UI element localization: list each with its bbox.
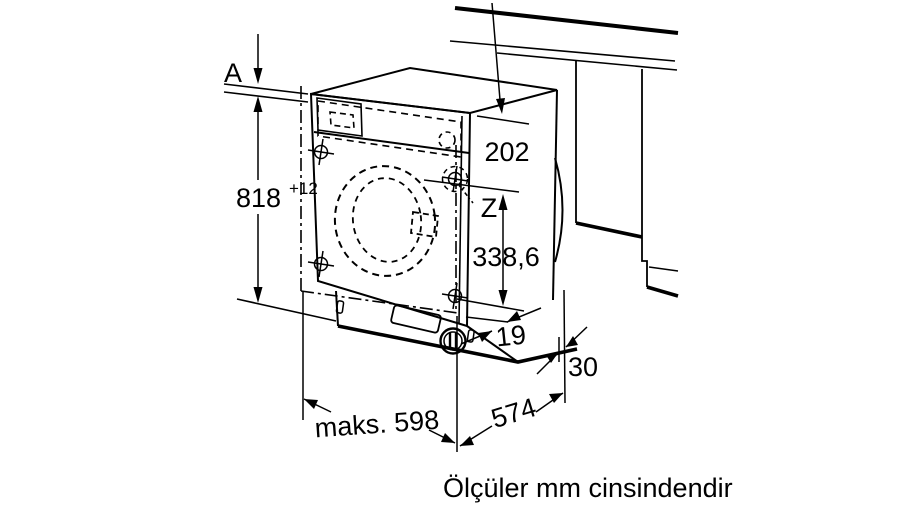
dimension-30 — [536, 289, 588, 404]
door-inner-circle — [351, 177, 423, 263]
door-outer-circle — [333, 165, 437, 277]
fixing-point-bottom-right — [441, 282, 469, 310]
program-knob-hidden — [438, 131, 456, 149]
dim-19-value: 19 — [494, 320, 527, 353]
door-handle — [410, 210, 439, 239]
door-outline-bottom — [300, 290, 459, 314]
side-panel-curve — [554, 157, 564, 263]
adjacent-cabinet — [575, 60, 679, 298]
control-panel-bottom-edge — [313, 131, 470, 154]
worktop-front-edge — [454, 6, 679, 35]
extension-line-top — [476, 115, 530, 125]
dimension-19 — [460, 307, 542, 345]
fixing-point-top-right-z — [441, 165, 474, 204]
washing-machine — [307, 66, 578, 364]
worktop-underside-line-1 — [449, 40, 676, 62]
cabinet-plinth-bottom — [646, 285, 679, 298]
machine-top-face — [310, 66, 558, 115]
dimension-574 — [459, 392, 564, 447]
worktop — [223, 6, 679, 103]
dimension-height — [253, 214, 263, 303]
service-flap — [390, 304, 442, 334]
dimension-598 — [302, 292, 458, 452]
dim-height-tolerance: +12 — [289, 179, 318, 198]
detergent-drawer — [316, 97, 363, 137]
fixing-point-top-left — [307, 138, 335, 166]
cabinet-plinth-step — [641, 237, 648, 287]
dimension-338 — [423, 179, 525, 312]
label-a: A — [224, 58, 242, 88]
cabinet-plinth-top — [648, 266, 679, 272]
dim-598-value: maks. 598 — [314, 405, 440, 444]
dimension-a — [253, 34, 263, 180]
dim-height-value: 818 — [236, 183, 281, 213]
display-window — [329, 111, 355, 129]
floor-line — [236, 298, 337, 322]
plinth-slot-left — [335, 300, 345, 314]
extension-line-hinge-bottom — [456, 298, 525, 312]
control-panel-hidden-outline — [317, 100, 462, 158]
dim-30-value: 30 — [568, 352, 598, 382]
machine-back-edge — [552, 89, 558, 301]
dimension-202 — [476, 2, 530, 125]
extension-line-z — [423, 179, 520, 193]
figure-caption: Ölçüler mm cinsindendir — [443, 473, 733, 503]
extension-line-30-right — [563, 289, 566, 404]
worktop-underside-left-1 — [223, 83, 309, 95]
furniture-door-outline — [300, 86, 459, 314]
plinth-slot-right — [466, 329, 475, 343]
plinth-right-edge — [466, 325, 519, 363]
dim-574-value: 574 — [488, 392, 540, 434]
dim-202-value: 202 — [484, 137, 529, 167]
fixing-point-bottom-left — [307, 250, 335, 278]
worktop-underside-line-2 — [496, 52, 678, 71]
dim-338-value: 338,6 — [472, 242, 540, 272]
drain-pump-cap — [439, 327, 467, 355]
cabinet-bottom-edge — [575, 221, 643, 239]
worktop-underside-left-2 — [223, 91, 309, 103]
label-z: Z — [481, 193, 498, 223]
